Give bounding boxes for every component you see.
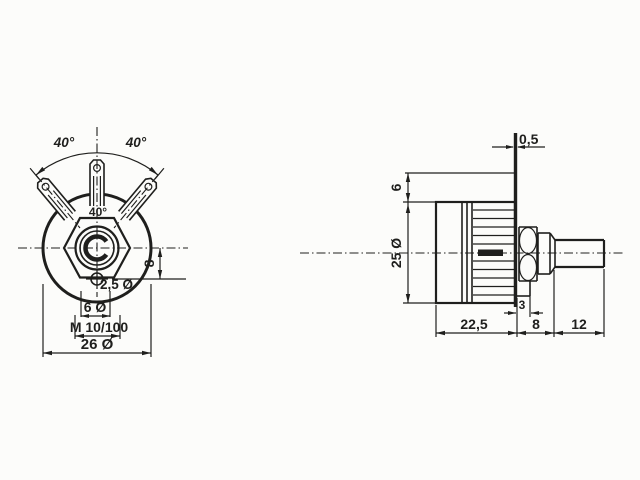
arrowhead [436, 330, 445, 336]
arrowhead [148, 166, 158, 175]
side-view: 0,5 6 25 Ø 3 22,5 8 12 [300, 131, 624, 337]
arrowhead [531, 311, 539, 315]
arrowhead [554, 330, 563, 336]
lug-inner-line [47, 194, 68, 219]
arrowhead [157, 270, 163, 279]
arrowhead [142, 350, 151, 356]
arrowhead [506, 145, 514, 149]
arrowhead [111, 333, 120, 339]
arrowhead [102, 314, 110, 318]
lug-protrusion-label: 6 [388, 183, 404, 191]
lug-inner-line [120, 190, 142, 215]
arrowhead [517, 330, 526, 336]
arrowhead [43, 350, 52, 356]
rib-lines [473, 209, 514, 296]
nut-facet-curve [518, 253, 538, 282]
side-body-dia-label: 25 Ø [388, 238, 404, 268]
arrowhead [595, 330, 604, 336]
arrowhead [405, 294, 411, 303]
arrowhead [405, 204, 411, 213]
shaft-length-label: 12 [571, 316, 587, 332]
arrowhead [81, 314, 89, 318]
terminal-angle-label: 40° [89, 205, 107, 219]
angle-left-label: 40° [53, 135, 75, 150]
angle-dim-arc [35, 152, 159, 176]
arrowhead [545, 330, 554, 336]
pin-width-label: 3 [519, 298, 526, 312]
thread-label: M 10/100 [70, 319, 129, 335]
lug-inner-line [126, 194, 147, 219]
panel-thickness-label: 0,5 [519, 131, 539, 147]
arrowhead [508, 311, 516, 315]
bushing-chamfer-bottom [549, 266, 556, 275]
arrowhead [517, 145, 525, 149]
centerline-diagonal-right [113, 174, 159, 229]
lug-inner-line [52, 190, 74, 215]
arrowhead [157, 248, 163, 257]
arrowhead [405, 193, 411, 202]
pin-hole-dia-label: 2,5 Ø [100, 277, 133, 292]
angle-right-label: 40° [125, 135, 147, 150]
bushing-chamfer-top [549, 232, 556, 241]
body-depth-label: 22,5 [460, 316, 487, 332]
nut-facet-curve [518, 226, 538, 255]
arrowhead [36, 166, 46, 175]
bushing [537, 232, 556, 275]
centerline-diagonal-left [35, 174, 81, 229]
arrowhead [508, 330, 517, 336]
anti-rotation-pin [517, 281, 531, 297]
pin-offset-label: 8 [141, 259, 157, 267]
bushing-length-label: 8 [532, 316, 540, 332]
shaft [555, 238, 606, 269]
arrowhead [405, 173, 411, 182]
arrowhead [75, 333, 84, 339]
front-view: 40° 40° 40° 2,5 Ø 8 6 Ø [18, 127, 188, 357]
nut-profile [518, 226, 538, 282]
body-dia-label: 26 Ø [81, 336, 114, 353]
hole-dia-label: 6 Ø [84, 299, 107, 315]
